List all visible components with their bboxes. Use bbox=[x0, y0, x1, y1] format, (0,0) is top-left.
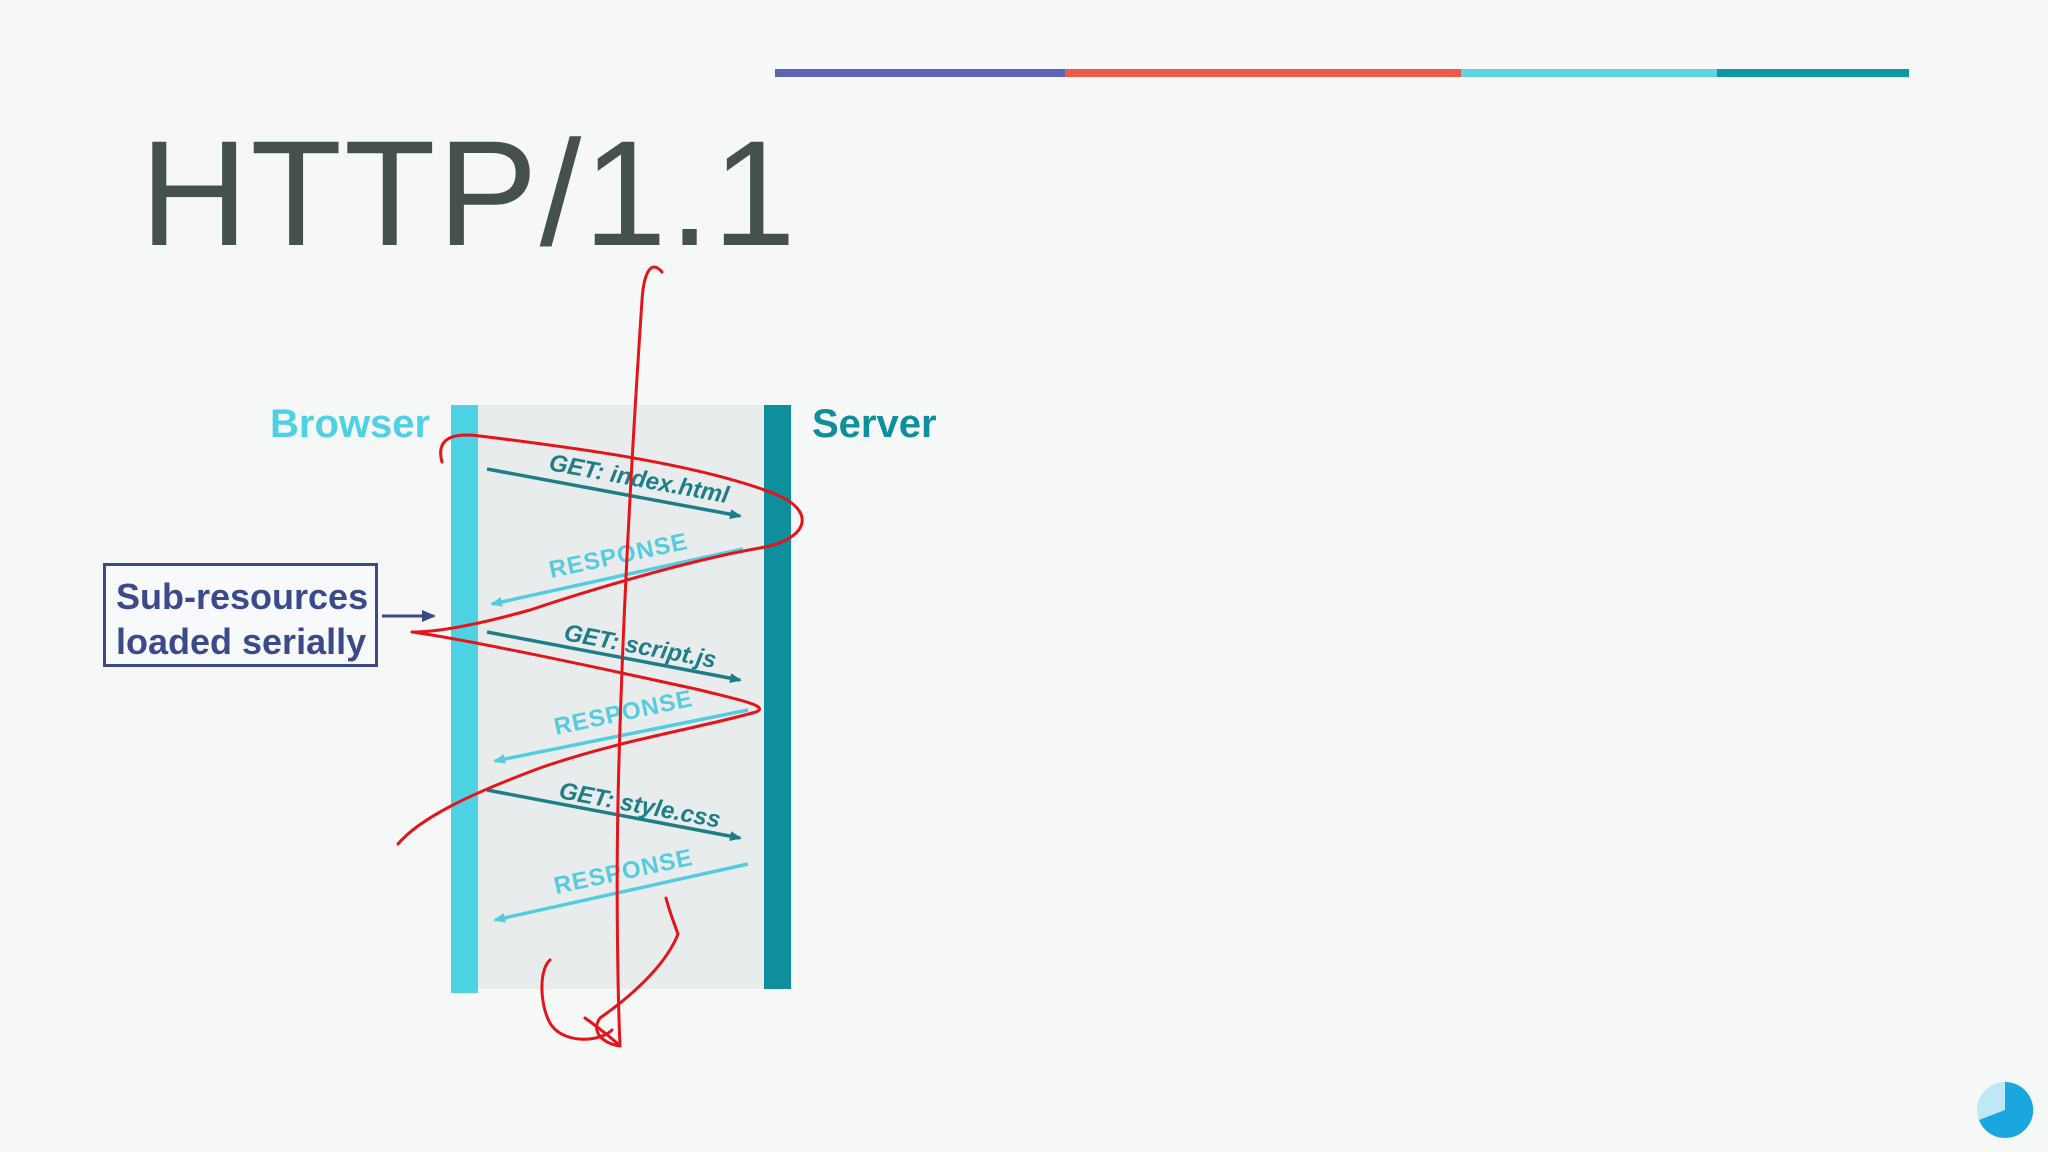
browser-label: Browser bbox=[270, 402, 431, 446]
note-line-1: Sub-resources bbox=[116, 576, 369, 617]
arrow-get-script bbox=[486, 630, 742, 684]
arrow-get-index bbox=[486, 467, 742, 520]
arrow-get-style bbox=[486, 788, 742, 842]
ink-zigzag-annotation bbox=[396, 433, 804, 846]
slide-title: HTTP/1.1 bbox=[140, 109, 798, 277]
ink-hook-annotation bbox=[540, 958, 614, 1041]
arrow-response-1 bbox=[490, 547, 744, 607]
accent-bar-teal bbox=[1717, 69, 1909, 77]
note-line-2: loaded serially bbox=[116, 621, 367, 662]
arrow-response-2 bbox=[493, 708, 749, 764]
pie-progress-icon[interactable] bbox=[1975, 1080, 2035, 1140]
accent-bar-indigo bbox=[775, 69, 1065, 77]
message-label-get-style: GET: style.css bbox=[557, 777, 723, 833]
sub-resources-note: Sub-resources loaded serially bbox=[103, 563, 378, 667]
accent-bar-cyan bbox=[1461, 69, 1717, 77]
server-lifeline bbox=[764, 405, 791, 989]
server-label: Server bbox=[812, 402, 937, 446]
accent-bar-coral bbox=[1065, 69, 1461, 77]
arrow-response-3 bbox=[493, 862, 749, 923]
ink-downward-arrow-annotation bbox=[583, 265, 680, 1048]
browser-lifeline bbox=[451, 405, 478, 993]
